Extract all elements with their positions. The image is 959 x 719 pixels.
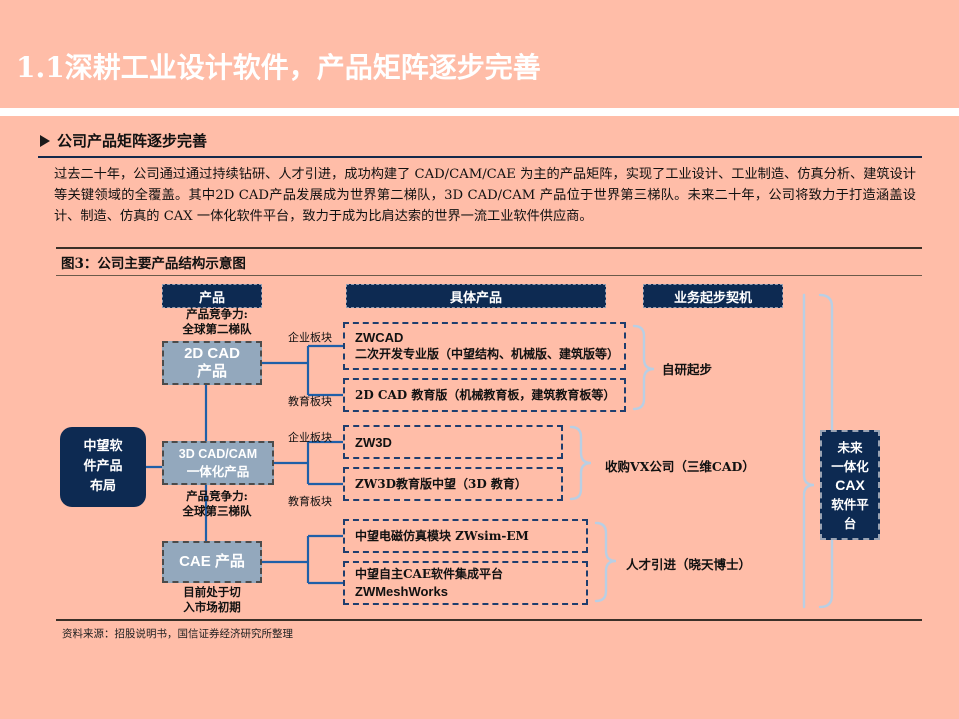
note-cae-market-stage: 目前处于切 入市场初期 (183, 585, 241, 614)
note-2d-competitiveness: 产品竞争力: 全球第二梯队 (182, 307, 252, 336)
category-line-1: 3D CAD/CAM (178, 447, 258, 461)
product-line: 二次开发专业版（中望结构、机械版、建筑版等） (355, 347, 620, 361)
annotation-talent-introduction: 人才引进（晓天博士） (626, 557, 752, 572)
root-node-zhongwang-product-layout: 中望软 件产品 布局 (60, 427, 146, 507)
product-line: 中望自主CAE软件集成平台 (355, 567, 504, 581)
category-box-3d-cad-cam: 3D CAD/CAM 一体化产品 (162, 441, 274, 485)
category-line-2: 产品 (196, 363, 227, 380)
header-band: 1.1深耕工业设计软件，产品矩阵逐步完善 (0, 0, 959, 108)
figure-card: 图3：公司主要产品结构示意图 (56, 247, 922, 640)
figure-title-rule (56, 275, 922, 276)
product-line: ZWCAD (355, 330, 404, 345)
column-header-business-origin: 业务起步契机 (643, 284, 783, 308)
page-title: 1.1深耕工业设计软件，产品矩阵逐步完善 (16, 51, 541, 84)
column-header-specific-product: 具体产品 (346, 284, 606, 308)
segment-label-enterprise-2d: 企业板块 (288, 331, 332, 344)
section-heading: 公司产品矩阵逐步完善 (40, 130, 207, 151)
product-line: ZWMeshWorks (355, 584, 448, 599)
category-line-1: CAE 产品 (179, 553, 245, 570)
category-line-1: 2D CAD (184, 345, 240, 362)
cax-line: 未来 (837, 439, 863, 455)
annotation-acquire-vx: 收购VX公司（三维CAD） (605, 459, 755, 474)
cax-line: 台 (843, 515, 857, 531)
product-box-zwmeshworks: 中望自主CAE软件集成平台 ZWMeshWorks (343, 561, 588, 605)
product-box-zw3d-education: ZW3D教育版中望（3D 教育） (343, 467, 563, 501)
category-box-2d-cad: 2D CAD 产品 (162, 341, 262, 385)
cax-line: 软件平 (831, 496, 869, 512)
body-paragraph: 过去二十年，公司通过通过持续钻研、人才引进，成功构建了 CAD/CAM/CAE … (54, 167, 916, 224)
product-box-zwsim-em: 中望电磁仿真模块 ZWsim-EM (343, 519, 588, 553)
segment-label-education-3d: 教育板块 (288, 495, 332, 508)
category-line-2: 一体化产品 (186, 465, 250, 479)
segment-label-enterprise-3d: 企业板块 (288, 431, 332, 444)
cax-line: CAX (835, 476, 865, 493)
product-line: ZW3D (355, 434, 392, 450)
product-box-zwcad: ZWCAD 二次开发专业版（中望结构、机械版、建筑版等） (343, 322, 626, 370)
root-node-label: 中望软 件产品 布局 (83, 439, 123, 494)
product-box-2d-cad-education: 2D CAD 教育版（机械教育板，建筑教育板等） (343, 378, 626, 412)
product-structure-diagram: 产品 具体产品 业务起步契机 中望软 件产品 布局 2D CAD 产品 3D C… (56, 247, 922, 619)
product-line: 中望电磁仿真模块 ZWsim-EM (355, 528, 529, 543)
category-box-cae: CAE 产品 (162, 541, 262, 583)
figure-top-rule (56, 247, 922, 249)
section-divider (38, 156, 922, 158)
note-3d-competitiveness: 产品竞争力: 全球第三梯队 (182, 489, 252, 518)
product-box-zw3d: ZW3D (343, 425, 563, 459)
section-heading-label: 公司产品矩阵逐步完善 (57, 132, 208, 150)
cax-line: 一体化 (831, 458, 869, 474)
slide-body: 公司产品矩阵逐步完善 过去二十年，公司通过通过持续钻研、人才引进，成功构建了 C… (0, 116, 959, 719)
figure-title: 图3：公司主要产品结构示意图 (61, 256, 246, 272)
product-line: ZW3D教育版中望（3D 教育） (355, 476, 527, 491)
triangle-right-icon (40, 134, 50, 147)
future-cax-platform-box: 未来 一体化 CAX 软件平 台 (820, 430, 880, 540)
annotation-self-research: 自研起步 (662, 362, 713, 377)
figure-source: 资料来源：招股说明书，国信证券经济研究所整理 (62, 628, 293, 640)
segment-label-education-2d: 教育板块 (288, 395, 332, 408)
figure-bottom-rule (56, 619, 922, 621)
product-line: 2D CAD 教育版（机械教育板，建筑教育板等） (355, 387, 616, 402)
column-header-product: 产品 (162, 284, 262, 308)
